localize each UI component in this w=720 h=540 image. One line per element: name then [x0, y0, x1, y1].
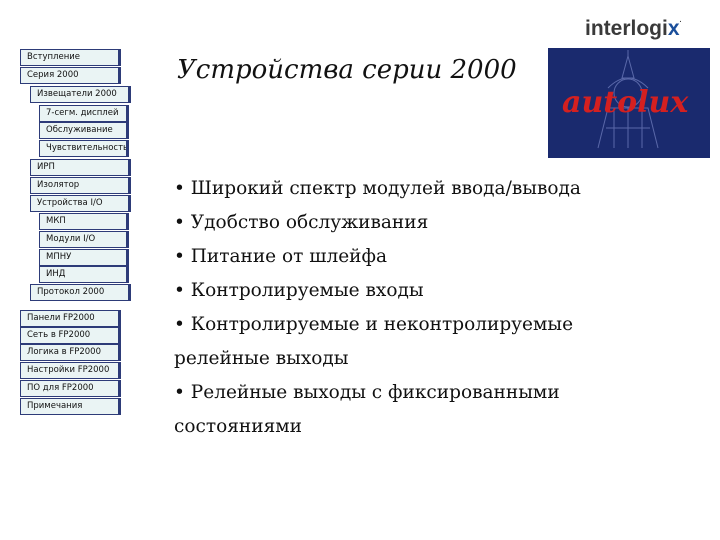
logo-dot: .: [679, 17, 682, 24]
nav-item[interactable]: Сеть в FP2000: [20, 327, 121, 344]
nav-item[interactable]: Панели FP2000: [20, 310, 121, 327]
autolux-badge-image: autolux: [548, 48, 710, 158]
badge-logo-text: autolux: [562, 85, 689, 120]
nav-item[interactable]: Настройки FP2000: [20, 362, 121, 379]
nav-item[interactable]: Извещатели 2000: [30, 86, 131, 103]
bullet-list: • Широкий спектр модулей ввода/вывода • …: [174, 172, 694, 444]
bullet-line: • Контролируемые и неконтролируемые: [174, 314, 574, 335]
nav-item[interactable]: ИРП: [30, 159, 131, 176]
nav-item[interactable]: Серия 2000: [20, 67, 121, 84]
nav-item[interactable]: Примечания: [20, 398, 121, 415]
bullet-line-continuation: состояниями: [174, 416, 302, 437]
nav-item[interactable]: МПНУ: [39, 249, 129, 266]
nav-item[interactable]: ПО для FP2000: [20, 380, 121, 397]
nav-item[interactable]: Вступление: [20, 49, 121, 66]
nav-item[interactable]: Обслуживание: [39, 122, 129, 139]
bullet-line: • Питание от шлейфа: [174, 246, 388, 267]
nav-item[interactable]: 7-сегм. дисплей: [39, 105, 129, 122]
interlogix-logo: interlogix.: [585, 17, 681, 41]
bullet-line-continuation: релейные выходы: [174, 348, 349, 369]
nav-item[interactable]: Логика в FP2000: [20, 344, 121, 361]
nav-item[interactable]: Модули I/O: [39, 231, 129, 248]
badge-artwork: autolux: [548, 48, 710, 158]
bullet-line: • Широкий спектр модулей ввода/вывода: [174, 178, 581, 199]
nav-item[interactable]: Изолятор: [30, 177, 131, 194]
logo-x-mark: x: [667, 17, 680, 40]
bullet-line: • Контролируемые входы: [174, 280, 424, 301]
nav-item[interactable]: Протокол 2000: [30, 284, 131, 301]
logo-text: interlogi: [585, 17, 668, 40]
nav-item[interactable]: Чувствительность: [39, 140, 129, 157]
nav-item[interactable]: ИНД: [39, 266, 129, 283]
nav-item[interactable]: МКП: [39, 213, 129, 230]
bullet-line: • Удобство обслуживания: [174, 212, 429, 233]
slide-title: Устройства серии 2000: [177, 55, 517, 85]
bullet-line: • Релейные выходы с фиксированными: [174, 382, 560, 403]
nav-item[interactable]: Устройства I/O: [30, 195, 131, 212]
